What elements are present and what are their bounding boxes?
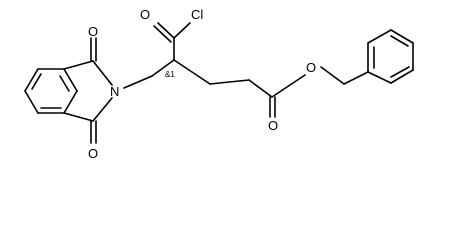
- bond: [343, 71, 369, 85]
- bond: [24, 68, 39, 92]
- imide-oxygen-top-label: O: [88, 24, 98, 39]
- chlorine-label: Cl: [191, 7, 203, 22]
- bond: [63, 60, 94, 70]
- acyl-chloride-oxygen-label: O: [140, 7, 150, 22]
- bond: [63, 90, 78, 114]
- bond: [153, 25, 172, 43]
- bond: [367, 71, 392, 84]
- ester-ether-oxygen-label: O: [306, 60, 316, 75]
- imide-nitrogen-label: N: [110, 84, 119, 99]
- bond: [271, 74, 306, 98]
- bond: [390, 66, 410, 78]
- bond: [173, 22, 191, 39]
- bond: [31, 73, 42, 90]
- bond: [173, 59, 211, 85]
- bond: [157, 22, 175, 39]
- bond: [63, 68, 78, 92]
- bond: [59, 75, 70, 92]
- benzyl-ester-chain: O O: [173, 59, 369, 133]
- bond: [92, 60, 113, 86]
- bond: [209, 79, 250, 85]
- acyl-chloride-group: O Cl &1: [123, 7, 203, 89]
- bond: [63, 112, 94, 122]
- bond: [92, 97, 113, 122]
- bond: [151, 59, 175, 77]
- bond: [367, 29, 392, 44]
- bond: [390, 69, 414, 84]
- phthalimide-group: O O N: [24, 24, 119, 161]
- chemical-structure-diagram: O O N O Cl &1 O O: [24, 7, 414, 161]
- bond: [123, 75, 153, 89]
- phenyl-ring: [367, 29, 414, 84]
- imide-oxygen-bottom-label: O: [88, 146, 98, 161]
- bond: [24, 90, 39, 114]
- bond: [248, 79, 273, 98]
- bond: [390, 35, 409, 47]
- ester-carbonyl-oxygen-label: O: [268, 118, 278, 133]
- stereo-descriptor-label: &1: [165, 70, 175, 79]
- bond: [390, 29, 414, 44]
- bond: [320, 66, 345, 85]
